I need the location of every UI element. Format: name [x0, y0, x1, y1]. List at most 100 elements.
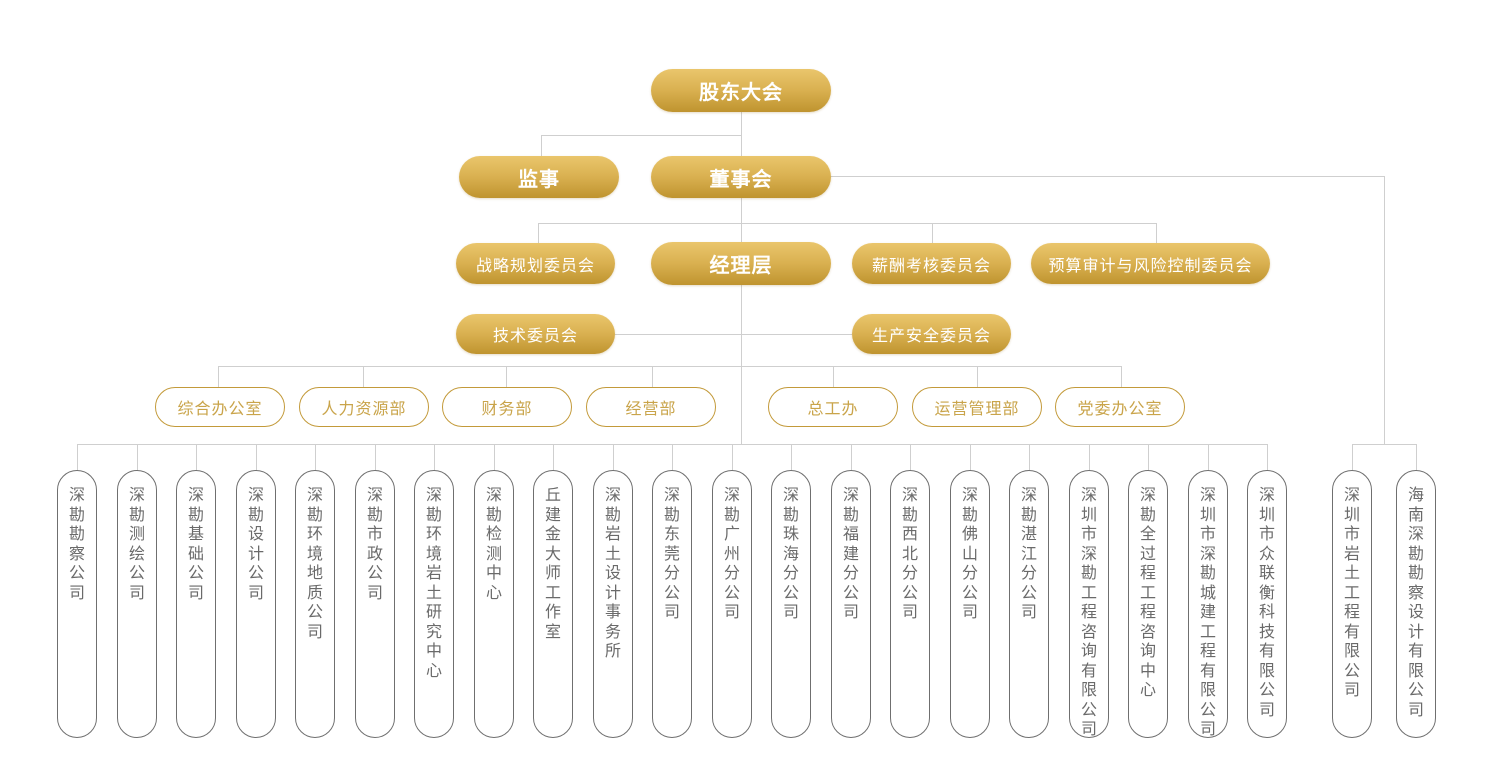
subsidiary-node[interactable]: 深勘检测中心 [474, 470, 514, 738]
subsidiary-label: 丘建金大师工作室 [544, 485, 561, 641]
connector-dept-drop [218, 366, 219, 387]
subsidiary-label: 深勘西北分公司 [901, 485, 918, 621]
connector-board-right-drop [1384, 176, 1385, 444]
committee-label: 薪酬考核委员会 [871, 255, 991, 275]
connector-compensation-drop [932, 223, 933, 243]
subsidiary-label: 深勘广州分公司 [723, 485, 740, 621]
subsidiary-node[interactable]: 深勘环境地质公司 [295, 470, 335, 738]
connector-dept-drop [652, 366, 653, 387]
subsidiary-node[interactable]: 深勘广州分公司 [712, 470, 752, 738]
connector-subsidiary-drop [196, 444, 197, 471]
subsidiary-label: 深勘岩土设计事务所 [604, 485, 621, 660]
connector-subsidiary-drop [434, 444, 435, 471]
subsidiary-node[interactable]: 深勘市政公司 [355, 470, 395, 738]
subsidiary-node[interactable]: 深勘东莞分公司 [652, 470, 692, 738]
subsidiary-node[interactable]: 深勘珠海分公司 [771, 470, 811, 738]
connector-budget-drop [1156, 223, 1157, 243]
subsidiary-node[interactable]: 深圳市众联衡科技有限公司 [1247, 470, 1287, 738]
node-label: 董事会 [709, 166, 773, 191]
subsidiary-node[interactable]: 深勘基础公司 [176, 470, 216, 738]
node-label: 监事 [518, 166, 560, 191]
connector-subsidiary-drop [77, 444, 78, 471]
connector-committees-top [538, 223, 1157, 224]
subsidiary-label: 深勘勘察公司 [68, 485, 85, 602]
connector-subsidiary-drop [375, 444, 376, 471]
subsidiary-label: 深勘福建分公司 [842, 485, 859, 621]
department-node[interactable]: 经营部 [586, 387, 716, 427]
department-node[interactable]: 总工办 [768, 387, 898, 427]
subsidiary-node[interactable]: 深圳市深勘城建工程有限公司 [1188, 470, 1228, 738]
committee-node[interactable]: 生产安全委员会 [852, 314, 1011, 354]
department-label: 党委办公室 [1077, 399, 1163, 418]
connector-subsidiary-drop [732, 444, 733, 471]
department-node[interactable]: 财务部 [442, 387, 572, 427]
subsidiary-node[interactable]: 深勘福建分公司 [831, 470, 871, 738]
subsidiary-label: 深勘珠海分公司 [782, 485, 799, 621]
connector-subsidiary-drop [1352, 444, 1353, 471]
connector-dept-drop [363, 366, 364, 387]
subsidiary-label: 深勘基础公司 [187, 485, 204, 602]
committee-node[interactable]: 预算审计与风险控制委员会 [1031, 243, 1270, 284]
board-subsidiary-node[interactable]: 海南深勘勘察设计有限公司 [1396, 470, 1436, 738]
subsidiary-node[interactable]: 深勘设计公司 [236, 470, 276, 738]
department-label: 经营部 [625, 399, 677, 418]
connector-board-management [741, 198, 742, 444]
connector-dept-drop [506, 366, 507, 387]
connector-shareholders-board [741, 112, 742, 156]
connector-subsidiary-drop [494, 444, 495, 471]
subsidiary-label: 深勘检测中心 [485, 485, 502, 602]
department-node[interactable]: 人力资源部 [299, 387, 429, 427]
subsidiary-label: 深圳市深勘城建工程有限公司 [1199, 485, 1216, 738]
board-subsidiary-node[interactable]: 深圳市岩土工程有限公司 [1332, 470, 1372, 738]
department-node[interactable]: 运营管理部 [912, 387, 1042, 427]
committee-node[interactable]: 技术委员会 [456, 314, 615, 354]
subsidiary-label: 深勘环境岩土研究中心 [425, 485, 442, 680]
department-node[interactable]: 党委办公室 [1055, 387, 1185, 427]
node-board-of-directors[interactable]: 董事会 [651, 156, 831, 198]
connector-subsidiary-drop [1089, 444, 1090, 471]
node-label: 股东大会 [699, 80, 783, 104]
connector-subsidiary-drop [256, 444, 257, 471]
connector-dept-drop [1121, 366, 1122, 387]
subsidiary-node[interactable]: 深勘全过程工程咨询中心 [1128, 470, 1168, 738]
subsidiary-label: 深勘全过程工程咨询中心 [1139, 485, 1156, 699]
connector-subsidiary-drop [1267, 444, 1268, 471]
subsidiary-label: 深勘市政公司 [366, 485, 383, 602]
department-label: 运营管理部 [934, 399, 1020, 418]
connector-subsidiary-drop [137, 444, 138, 471]
committee-node[interactable]: 战略规划委员会 [456, 243, 615, 284]
department-label: 总工办 [807, 399, 859, 418]
subsidiary-node[interactable]: 深勘佛山分公司 [950, 470, 990, 738]
subsidiary-label: 深圳市岩土工程有限公司 [1343, 485, 1360, 699]
node-management[interactable]: 经理层 [651, 242, 831, 285]
subsidiary-node[interactable]: 深勘勘察公司 [57, 470, 97, 738]
committee-label: 技术委员会 [492, 326, 578, 345]
subsidiary-node[interactable]: 深勘岩土设计事务所 [593, 470, 633, 738]
subsidiary-node[interactable]: 深勘西北分公司 [890, 470, 930, 738]
committee-node[interactable]: 薪酬考核委员会 [852, 243, 1011, 284]
connector-subsidiary-drop [970, 444, 971, 471]
node-supervisor[interactable]: 监事 [459, 156, 619, 198]
subsidiary-node[interactable]: 深圳市深勘工程咨询有限公司 [1069, 470, 1109, 738]
department-node[interactable]: 综合办公室 [155, 387, 285, 427]
subsidiary-label: 海南深勘勘察设计有限公司 [1407, 485, 1424, 719]
subsidiary-node[interactable]: 丘建金大师工作室 [533, 470, 573, 738]
connector-departments-top [218, 366, 1121, 367]
subsidiary-node[interactable]: 深勘环境岩土研究中心 [414, 470, 454, 738]
department-label: 综合办公室 [177, 399, 263, 418]
connector-board-right [830, 176, 1385, 177]
subsidiary-label: 深勘设计公司 [247, 485, 264, 602]
committee-label: 战略规划委员会 [475, 255, 595, 275]
subsidiary-node[interactable]: 深勘测绘公司 [117, 470, 157, 738]
connector-subsidiary-drop [791, 444, 792, 471]
connector-subsidiary-drop [613, 444, 614, 471]
connector-dept-drop [833, 366, 834, 387]
connector-subsidiary-drop [1148, 444, 1149, 471]
node-shareholders-meeting[interactable]: 股东大会 [651, 69, 831, 112]
connector-committees-row2 [615, 334, 852, 335]
subsidiary-node[interactable]: 深勘湛江分公司 [1009, 470, 1049, 738]
connector-subsidiary-drop [910, 444, 911, 471]
connector-subsidiary-drop [1416, 444, 1417, 471]
subsidiary-label: 深勘东莞分公司 [663, 485, 680, 621]
subsidiary-label: 深勘环境地质公司 [306, 485, 323, 641]
